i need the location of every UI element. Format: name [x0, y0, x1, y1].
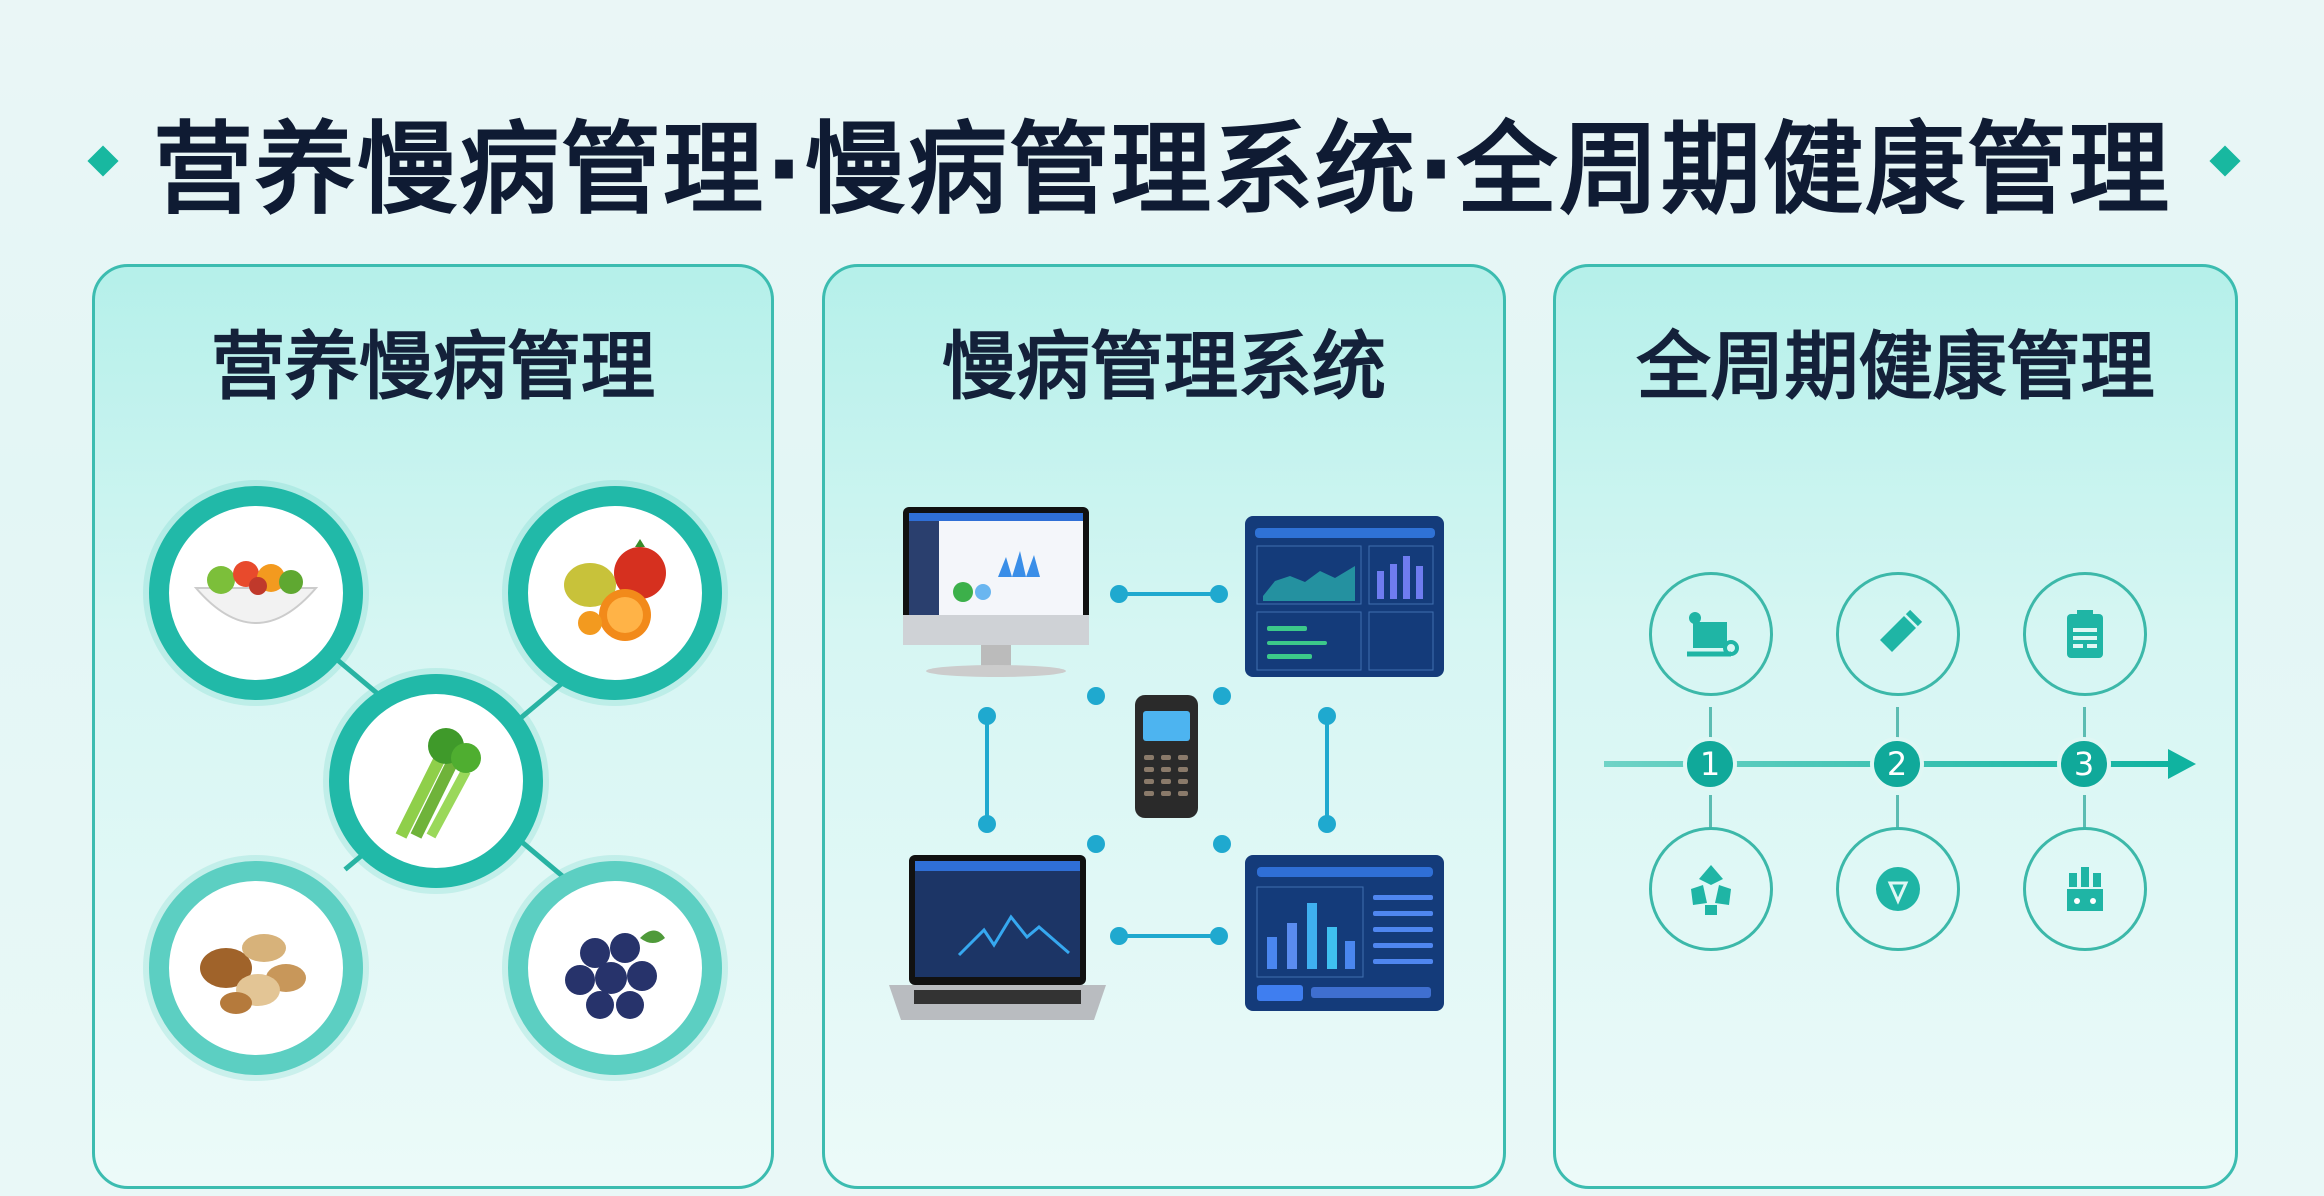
- panel-nutrition: 营养慢病管理: [92, 264, 774, 1189]
- step-connector: [1709, 795, 1712, 829]
- celery-image: [329, 674, 543, 888]
- connector-dot: [1110, 585, 1128, 603]
- step-connector: [2083, 707, 2086, 741]
- step-3: 3: [2057, 737, 2111, 791]
- panel-lifecycle: 全周期健康管理 1 2 3: [1553, 264, 2238, 1189]
- panel-title: 营养慢病管理: [211, 324, 655, 410]
- connector-line: [1118, 592, 1218, 596]
- laptop-image: [889, 855, 1106, 1030]
- dashboard-bar-chart-image: [1245, 855, 1444, 1015]
- connector-dot: [1087, 835, 1105, 853]
- connector-dot: [1318, 815, 1336, 833]
- step-connector: [1896, 707, 1899, 741]
- panel-title: 全周期健康管理: [1636, 324, 2155, 410]
- blueberries-image: [508, 861, 722, 1075]
- chart-kit-icon: [2023, 827, 2147, 951]
- medical-cart-icon: [1649, 572, 1773, 696]
- connector-dot: [1110, 927, 1128, 945]
- desktop-monitor-image: [903, 507, 1089, 683]
- connector-dot: [1318, 707, 1336, 725]
- connector-line: [1325, 714, 1329, 824]
- connector-line: [1118, 934, 1218, 938]
- step-1: 1: [1683, 737, 1737, 791]
- connector-dot: [1213, 835, 1231, 853]
- connector-dot: [1210, 927, 1228, 945]
- panel-title: 慢病管理系统: [942, 324, 1386, 410]
- step-2: 2: [1870, 737, 1924, 791]
- nuts-image: [149, 861, 363, 1075]
- step-connector: [1709, 707, 1712, 741]
- step-connector: [1896, 795, 1899, 829]
- mobile-phone-image: [1135, 695, 1198, 822]
- fruits-image: [508, 486, 722, 700]
- connector-dot: [978, 707, 996, 725]
- recycle-icon: [1649, 827, 1773, 951]
- pill-icon: [1836, 572, 1960, 696]
- panel-system: 慢病管理系统: [822, 264, 1506, 1189]
- step-connector: [2083, 795, 2086, 829]
- connector-dot: [1210, 585, 1228, 603]
- dashboard-tablet-image: [1245, 516, 1444, 681]
- connector-line: [985, 714, 989, 824]
- page-title: 营养慢病管理·慢病管理系统·全周期健康管理: [153, 111, 2171, 228]
- salad-bowl-image: [149, 486, 363, 700]
- arrow-head-icon: [2168, 749, 2196, 779]
- connector-dot: [1213, 687, 1231, 705]
- badge-shield-icon: [1836, 827, 1960, 951]
- connector-dot: [978, 815, 996, 833]
- clipboard-icon: [2023, 572, 2147, 696]
- connector-dot: [1087, 687, 1105, 705]
